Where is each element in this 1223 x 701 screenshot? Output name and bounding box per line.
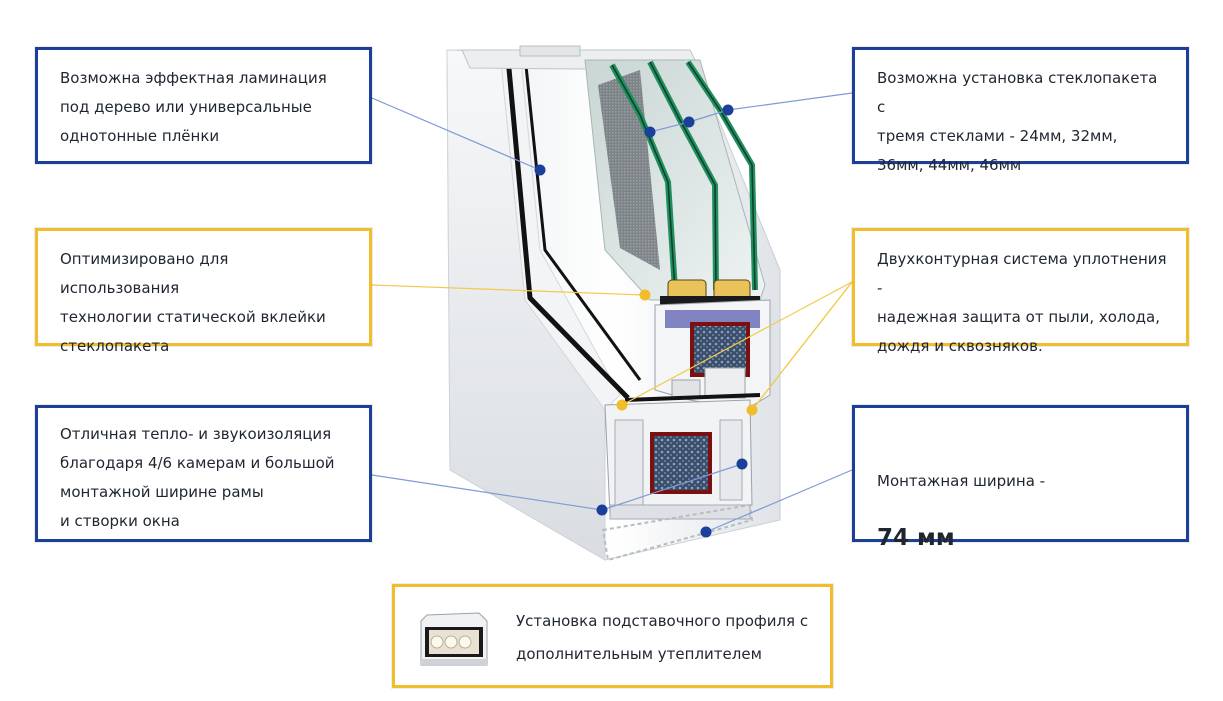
leader-lines-blue: [371, 92, 853, 533]
mounting-width-label: Монтажная ширина -: [877, 472, 1046, 490]
callout-mounting-width: Монтажная ширина - 74 мм: [852, 405, 1189, 551]
leader-lines-gold: [371, 281, 853, 411]
sash-profile: [654, 299, 771, 411]
callout-double-seal: Двухконтурная система уплотнения - надеж…: [852, 228, 1189, 355]
callout-static-gluing: Оптимизировано для использования техноло…: [35, 228, 372, 355]
frame-profile: [604, 393, 761, 520]
glazing-unit: [584, 59, 766, 306]
callout-lamination: Возможна эффектная ламинация под дерево …: [35, 47, 372, 164]
support-profile-text: Установка подставочного профиля с дополн…: [516, 612, 809, 663]
support-profile-outline: [601, 503, 754, 562]
mounting-width-value: 74 мм: [877, 525, 955, 551]
gold-markers: [616, 289, 758, 416]
support-profile-thumbnail-icon: [420, 612, 488, 666]
callout-triple-glazing: Возможна установка стеклопакета с тремя …: [852, 47, 1189, 174]
callout-support-profile: Установка подставочного профиля с дополн…: [392, 584, 833, 688]
callout-insulation: Отличная тепло- и звукоизоляция благодар…: [35, 405, 372, 542]
blue-markers: [534, 104, 748, 538]
